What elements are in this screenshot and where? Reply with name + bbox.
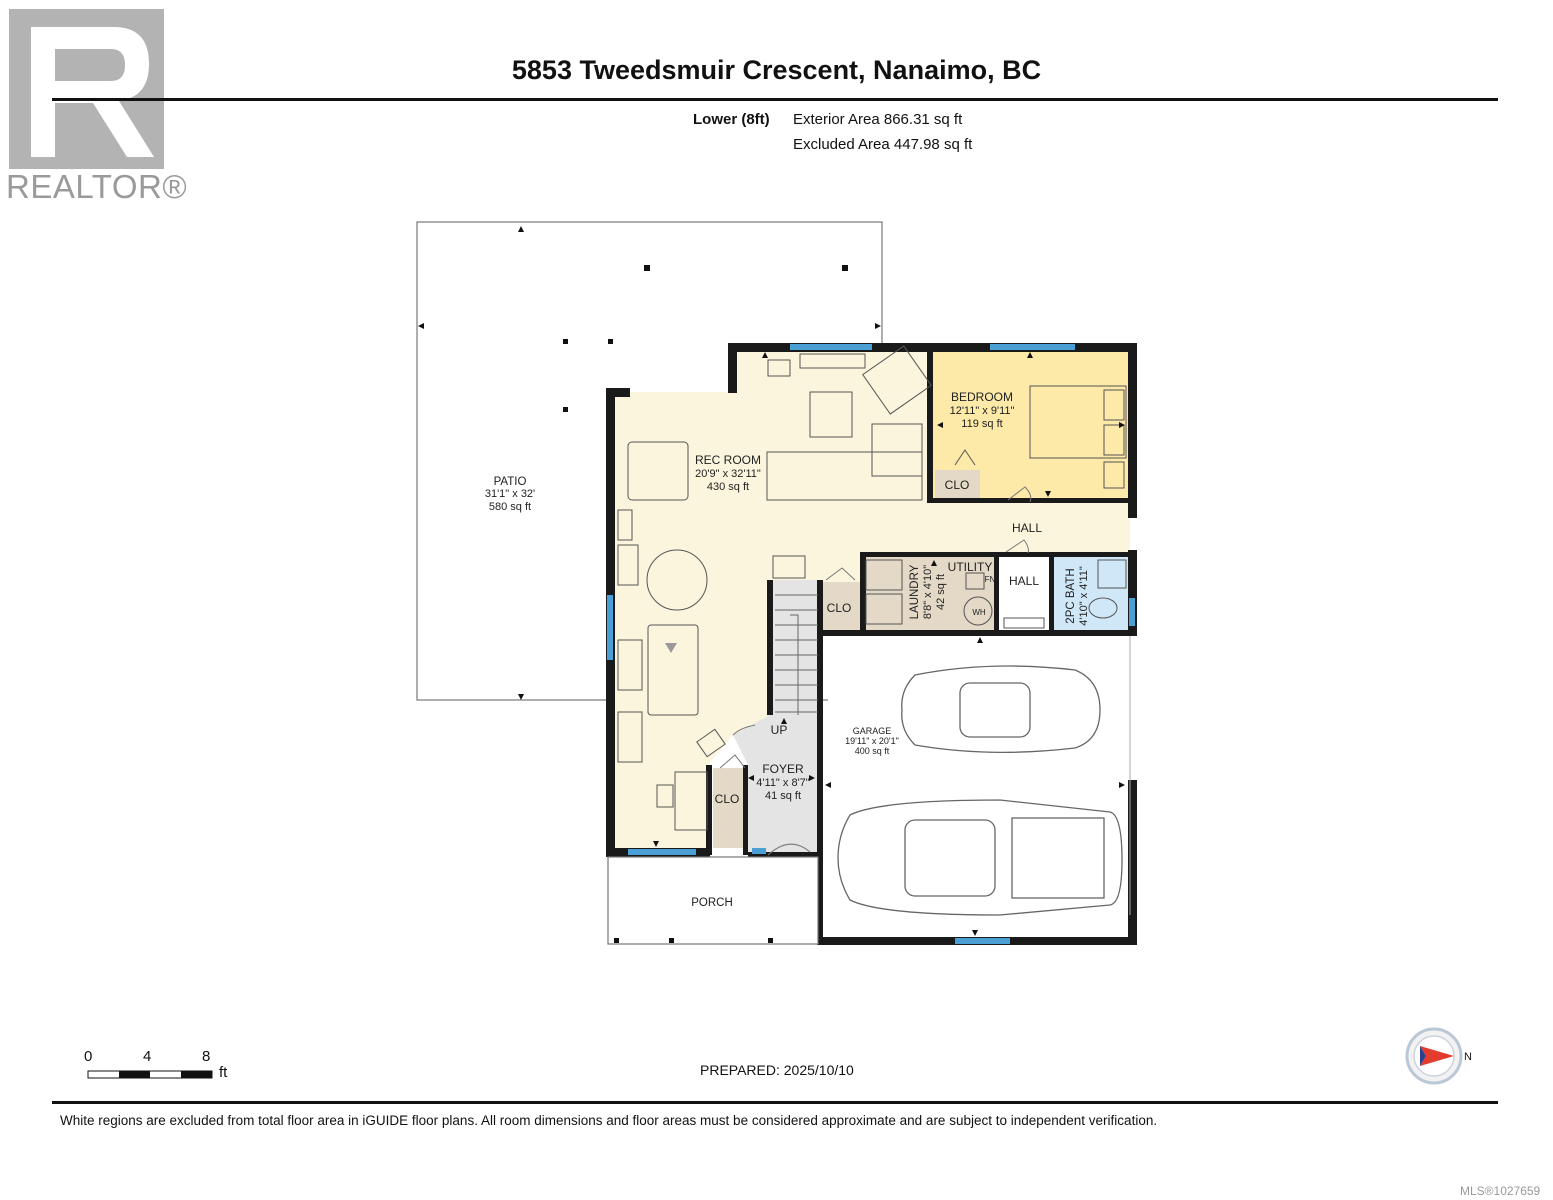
- garage-area-label: 400 sq ft: [855, 746, 890, 756]
- bath-name: 2PC BATH: [1065, 568, 1077, 623]
- bath-dims: 4'10" x 4'11": [1078, 566, 1090, 626]
- scale-bar: [87, 1070, 213, 1079]
- compass-label: N: [1464, 1051, 1472, 1063]
- bedroom-dims: 12'11" x 9'11": [950, 405, 1015, 417]
- utility-wh-label: WH: [972, 608, 986, 617]
- rec-room-area-label: 430 sq ft: [707, 481, 749, 493]
- porch-area: [607, 856, 819, 945]
- laundry-utility-area: [862, 555, 997, 630]
- stairs-label: UP: [771, 723, 788, 737]
- bedroom-area-label: 119 sq ft: [961, 418, 1002, 430]
- laundry-dims: 8'8" x 4'10": [922, 565, 934, 619]
- utility-label: UTILITY: [948, 560, 993, 574]
- foyer-dims: 4'11" x 8'7": [756, 777, 809, 789]
- garage-name: GARAGE: [853, 726, 892, 736]
- bedroom-closet-area: [935, 470, 980, 500]
- scale-tick-8: 8: [202, 1048, 211, 1065]
- patio-area-label: 580 sq ft: [489, 501, 531, 513]
- floor-name: Lower (8ft): [693, 111, 770, 128]
- rec-room-area: [612, 346, 1130, 848]
- foyer-closet-label: CLO: [715, 792, 740, 806]
- bedroom-furniture: [954, 385, 1127, 489]
- foyer-name: FOYER: [762, 762, 804, 776]
- stairs: [775, 594, 818, 715]
- hall-lower-label: HALL: [1009, 574, 1039, 588]
- realtor-logo: [9, 9, 164, 169]
- rec-room-dims: 20'9" x 32'11": [695, 468, 761, 480]
- porch-label: PORCH: [691, 897, 733, 909]
- title-divider: [52, 98, 1498, 101]
- page-title: 5853 Tweedsmuir Crescent, Nanaimo, BC: [511, 55, 1042, 85]
- foyer-area-label: 41 sq ft: [765, 790, 801, 802]
- mls-number: MLS®1027659: [1460, 1184, 1541, 1198]
- scale-tick-0: 0: [84, 1048, 93, 1065]
- garage-area: [828, 635, 1130, 937]
- exterior-area: Exterior Area 866.31 sq ft: [793, 111, 963, 128]
- rec-room-name: REC ROOM: [695, 453, 761, 467]
- patio-dims: 31'1" x 32': [485, 488, 535, 500]
- dimension-arrows: [418, 226, 1125, 936]
- foyer-closet-area: [713, 768, 743, 848]
- laundry-name: LAUNDRY: [909, 564, 921, 619]
- footer-divider: [52, 1101, 1498, 1104]
- patio-posts: [563, 265, 848, 412]
- realtor-logo-text: REALTOR®: [6, 168, 188, 205]
- rec-closet-area: [820, 582, 860, 630]
- doors: [719, 486, 1032, 856]
- rec-room-furniture: [617, 345, 932, 831]
- scale-tick-4: 4: [143, 1048, 152, 1065]
- garage-dims: 19'11" x 20'1": [845, 736, 899, 746]
- utility-fn-label: FN: [985, 575, 996, 584]
- bedroom-closet-label: CLO: [945, 478, 970, 492]
- rec-closet-label: CLO: [827, 601, 852, 615]
- prepared-date: PREPARED: 2025/10/10: [700, 1062, 854, 1078]
- garage-cars: [837, 665, 1123, 916]
- excluded-area: Excluded Area 447.98 sq ft: [793, 136, 973, 153]
- patio-name: PATIO: [494, 476, 527, 488]
- windows: [607, 344, 1135, 944]
- compass-icon: N: [1405, 1027, 1472, 1085]
- fixtures: [865, 559, 1127, 629]
- hall-upper-label: HALL: [1012, 521, 1042, 535]
- disclaimer: White regions are excluded from total fl…: [60, 1113, 1158, 1128]
- bath-area: [1052, 555, 1130, 630]
- laundry-area-label: 42 sq ft: [935, 574, 947, 610]
- bedroom-name: BEDROOM: [951, 390, 1013, 404]
- scale-unit: ft: [219, 1064, 228, 1081]
